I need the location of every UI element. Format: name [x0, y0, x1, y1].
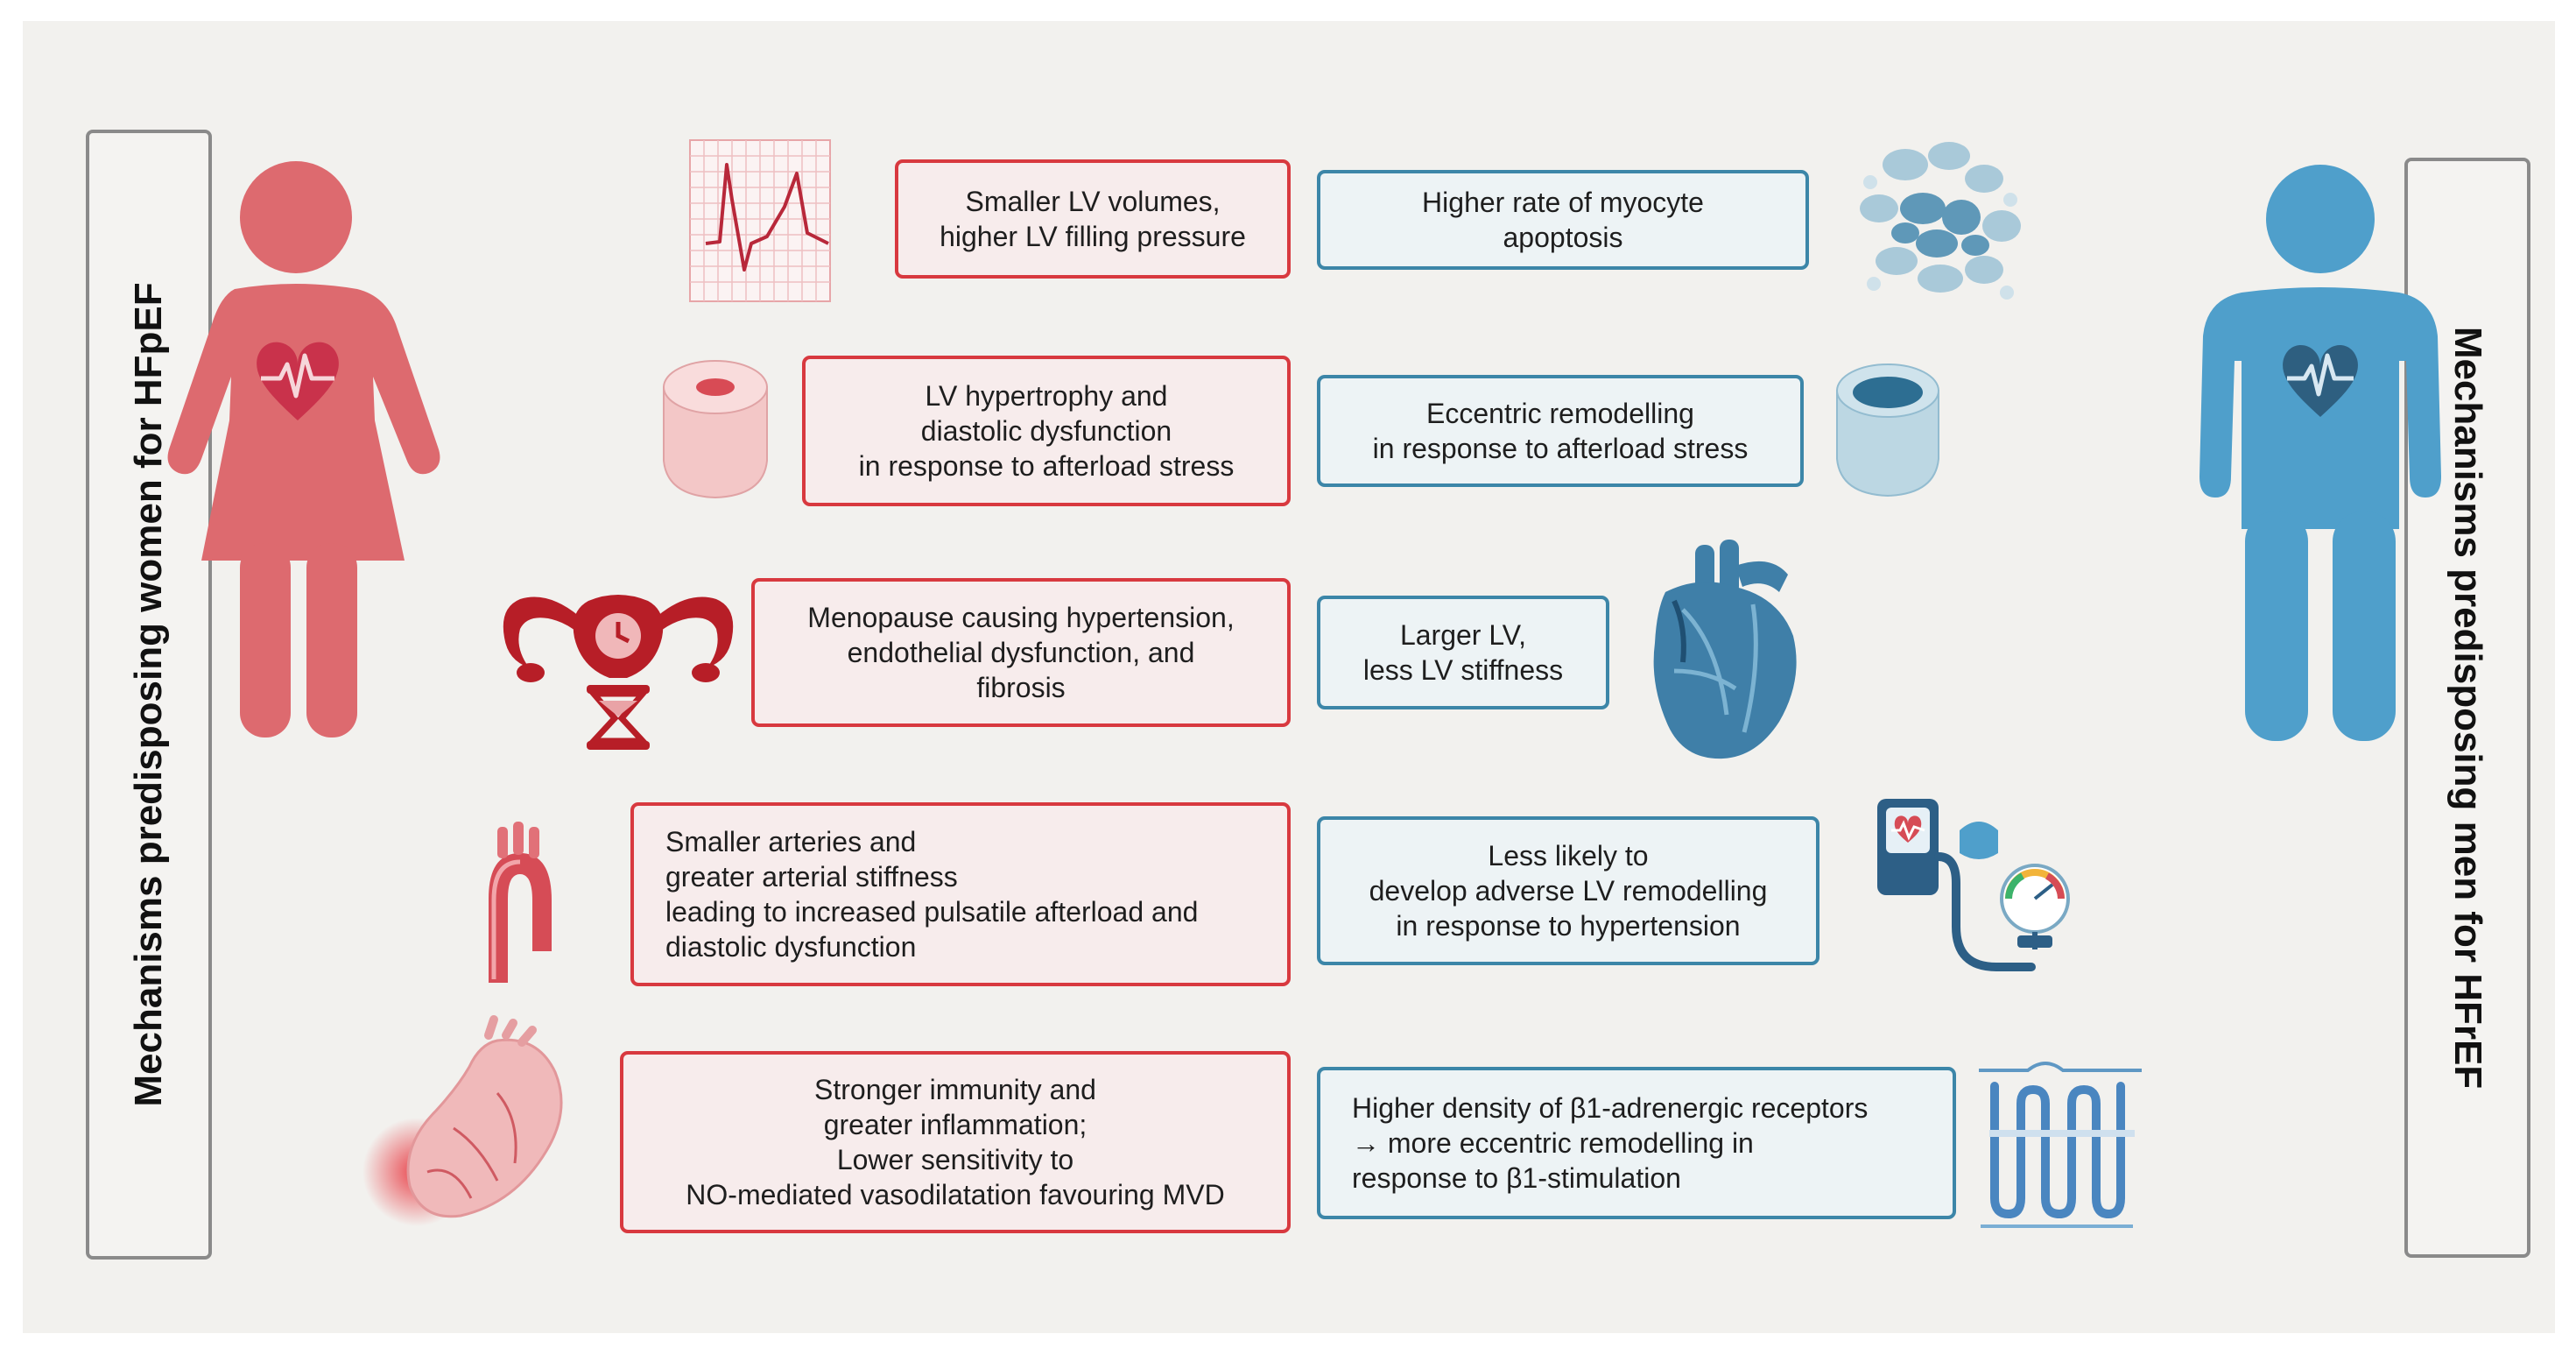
- myocyte-cells-icon: [1860, 142, 2021, 300]
- uterus-hourglass-icon: [503, 595, 734, 750]
- men-mechanism-box-1: Higher rate of myocyte apoptosis: [1317, 170, 1809, 270]
- anatomical-heart-icon: [1653, 540, 1797, 759]
- man-figure-icon: [2199, 165, 2441, 741]
- men-mechanism-box-3: Larger LV, less LV stiffness: [1317, 596, 1609, 709]
- blood-pressure-monitor-icon: [1877, 799, 2070, 971]
- left-label: Mechanisms predisposing women for HFpEF: [127, 282, 170, 1107]
- men-mechanism-box-2: Eccentric remodelling in response to aft…: [1317, 375, 1804, 487]
- ecg-grid-icon: [689, 139, 831, 302]
- woman-figure-icon: [167, 161, 440, 737]
- women-mechanism-box-3: Menopause causing hypertension, endothel…: [751, 578, 1291, 727]
- lv-cylinder-icon: [663, 360, 768, 499]
- right-label-frame: [2404, 158, 2530, 1258]
- aorta-icon: [489, 822, 552, 983]
- men-mechanism-box-5: Higher density of β1-adrenergic receptor…: [1317, 1067, 1956, 1219]
- right-label: Mechanisms predisposing men for HFrEF: [2446, 326, 2489, 1090]
- lv-cylinder-men-icon: [1836, 363, 1939, 498]
- inflamed-heart-icon: [362, 1015, 563, 1226]
- women-mechanism-box-2: LV hypertrophy and diastolic dysfunction…: [802, 356, 1291, 506]
- receptor-icon: [1979, 1062, 2142, 1228]
- left-label-frame: [86, 130, 212, 1260]
- men-mechanism-box-4: Less likely to develop adverse LV remode…: [1317, 816, 1819, 965]
- women-mechanism-box-5: Stronger immunity and greater inflammati…: [620, 1051, 1291, 1233]
- women-mechanism-box-1: Smaller LV volumes, higher LV filling pr…: [895, 159, 1291, 279]
- women-mechanism-box-4: Smaller arteries and greater arterial st…: [630, 802, 1291, 986]
